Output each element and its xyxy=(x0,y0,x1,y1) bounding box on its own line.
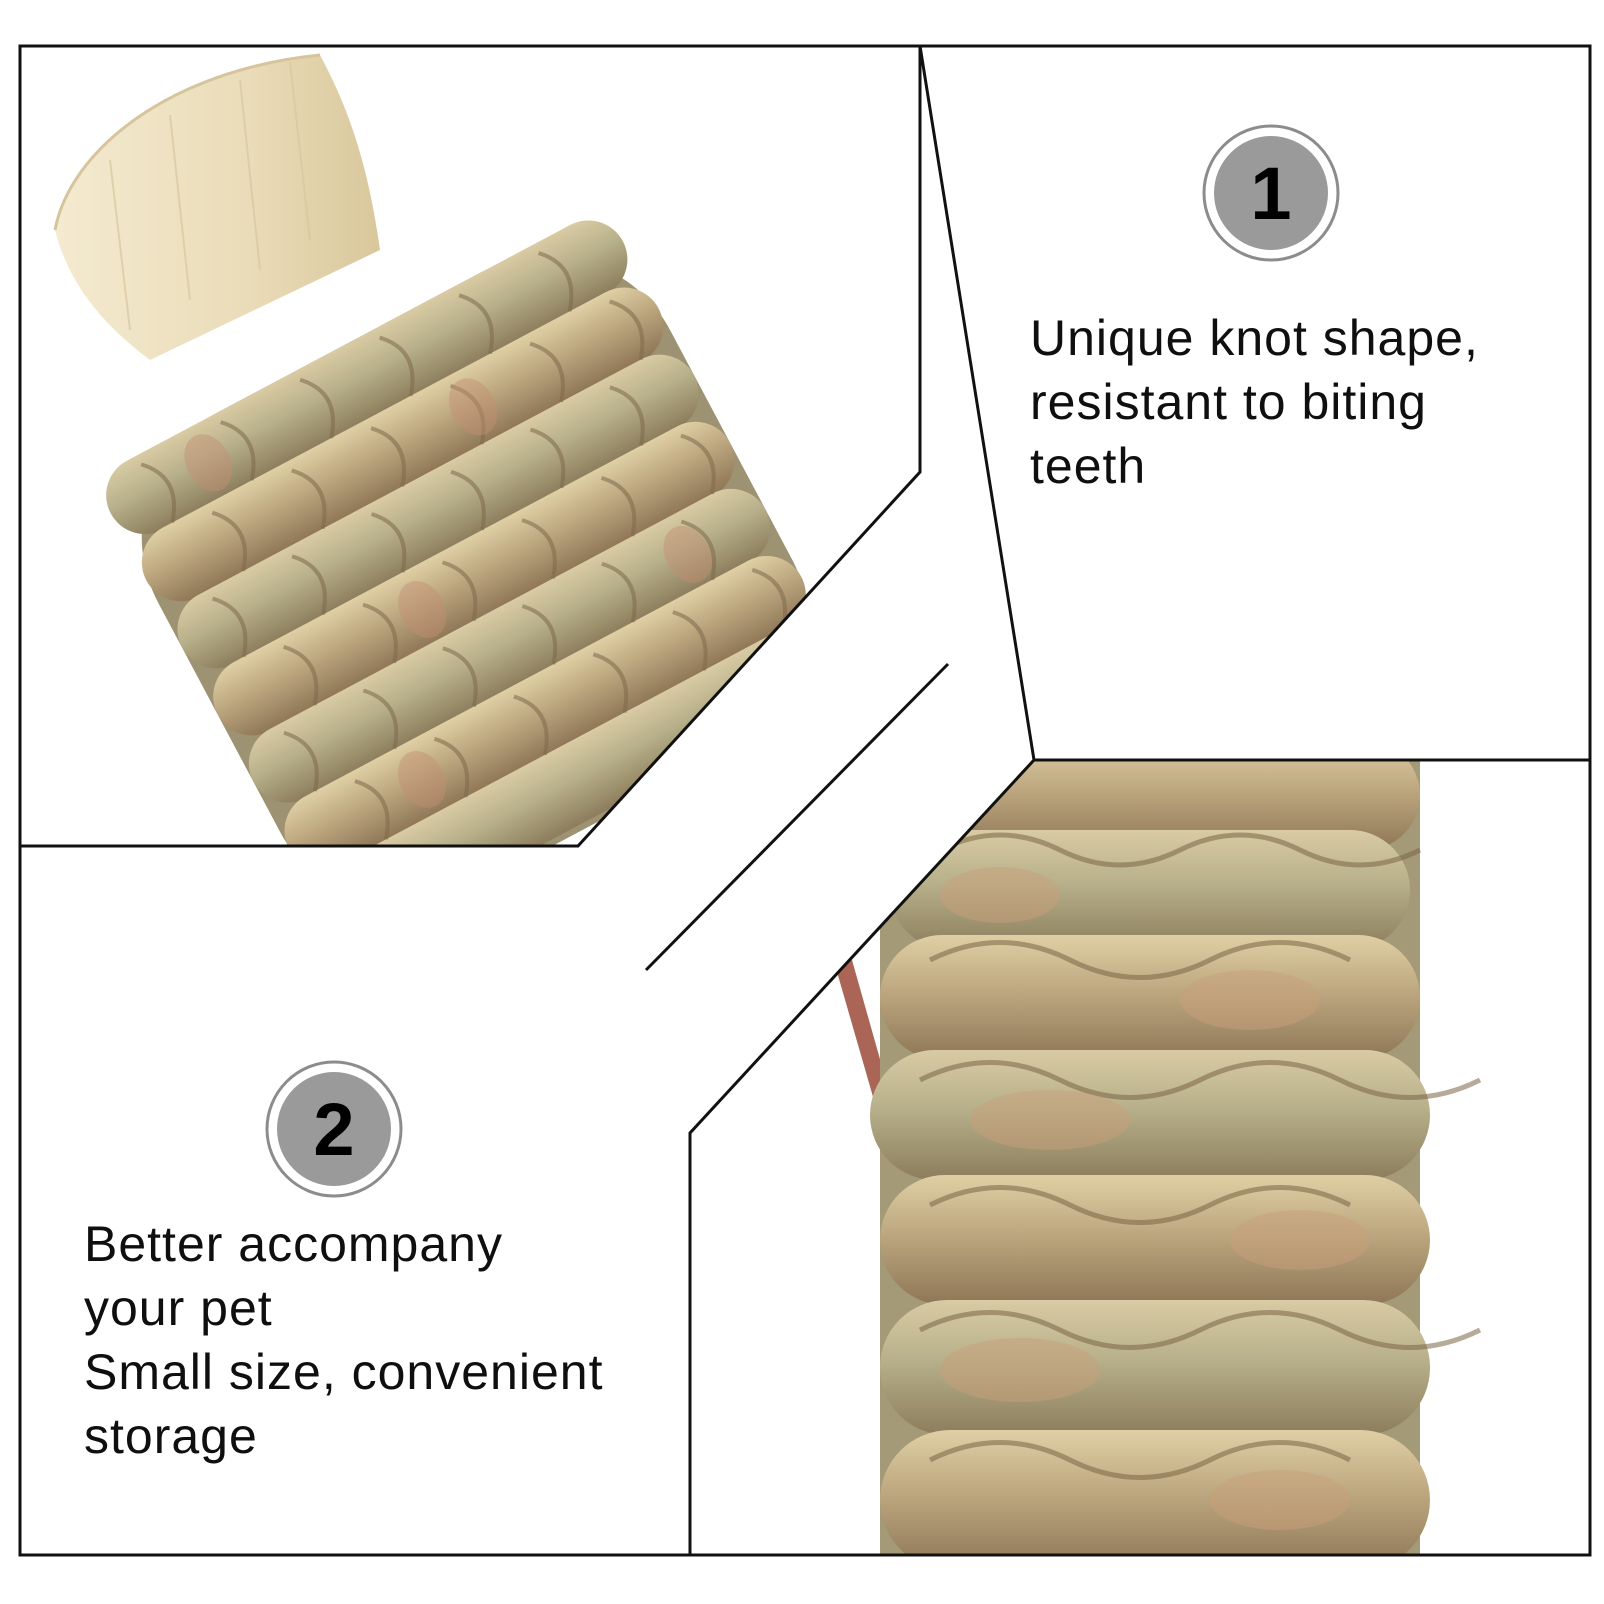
straw-stick-top-photo xyxy=(20,46,920,846)
photo-panel-bottom-right xyxy=(688,758,1592,1557)
twisted-rope-column xyxy=(870,760,1482,1555)
panel-frame-bottom-left xyxy=(18,846,690,1557)
feature-1-line-3: teeth xyxy=(1030,438,1147,494)
number-badge-2-icon: 2 xyxy=(265,1060,403,1198)
feature-2-line-1: Better accompany xyxy=(84,1216,503,1272)
straw-rope-closeup-photo xyxy=(690,760,1590,1555)
feature-2-line-3: Small size, convenient xyxy=(84,1344,604,1400)
panel-frame-top-left xyxy=(18,44,922,848)
woven-rope-top xyxy=(106,220,842,846)
badge-2-number: 2 xyxy=(313,1088,354,1171)
feature-2-description: Better accompany your pet Small size, co… xyxy=(84,1212,603,1468)
badge-1-number: 1 xyxy=(1250,152,1291,235)
feature-1-line-1: Unique knot shape, xyxy=(1030,310,1479,366)
diagonal-separator xyxy=(644,662,950,972)
feature-1-line-2: resistant to biting xyxy=(1030,374,1427,430)
panel-frame-bottom-right xyxy=(688,758,1592,1557)
feature-2-line-4: storage xyxy=(84,1408,258,1464)
feature-1-description: Unique knot shape, resistant to biting t… xyxy=(1030,306,1479,498)
photo-panel-top-left xyxy=(18,44,922,848)
number-badge-1-icon: 1 xyxy=(1202,124,1340,262)
feature-2-line-2: your pet xyxy=(84,1280,273,1336)
wood-stick-end xyxy=(53,53,380,360)
